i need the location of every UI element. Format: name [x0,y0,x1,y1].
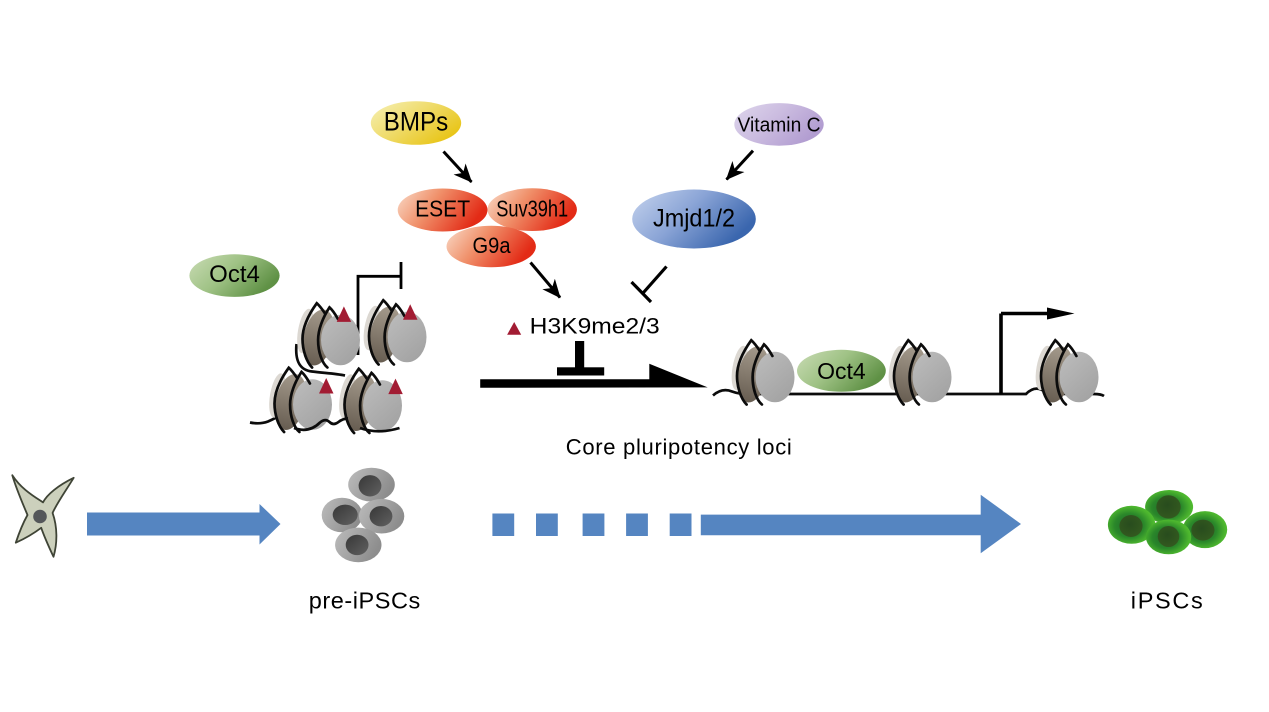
svg-text:Jmjd1/2: Jmjd1/2 [653,205,735,233]
svg-text:iPSCs: iPSCs [1131,588,1203,614]
svg-text:Core pluripotency loci: Core pluripotency loci [566,435,792,460]
svg-text:Oct4: Oct4 [817,358,866,384]
svg-text:G9a: G9a [473,233,511,258]
svg-text:Oct4: Oct4 [209,261,260,288]
svg-text:pre-iPSCs: pre-iPSCs [309,588,421,614]
svg-text:Vitamin C: Vitamin C [738,114,821,136]
svg-text:ESET: ESET [415,195,470,221]
svg-text:H3K9me2/3: H3K9me2/3 [530,314,660,339]
svg-text:BMPs: BMPs [384,107,449,137]
svg-text:Suv39h1: Suv39h1 [496,195,568,221]
